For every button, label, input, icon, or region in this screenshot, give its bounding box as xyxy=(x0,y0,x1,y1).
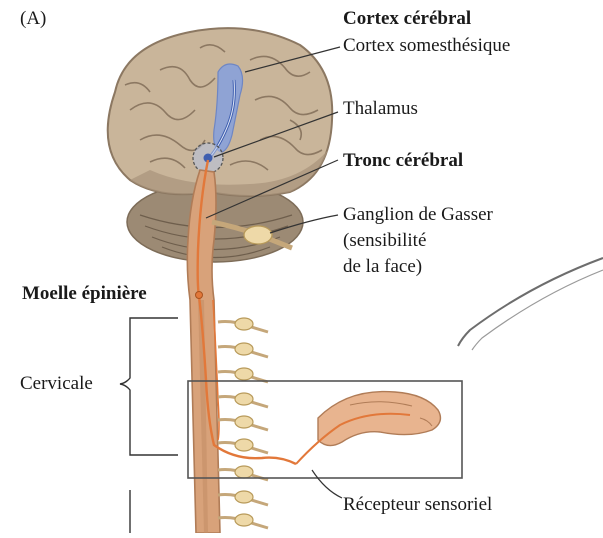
dorsal-root-ganglion xyxy=(235,416,253,428)
dorsal-root-ganglion xyxy=(235,368,253,380)
dorsal-root-ganglion xyxy=(235,491,253,503)
label-cortex-somesthesique: Cortex somesthésique xyxy=(343,35,510,57)
arm-outline-curve xyxy=(458,258,603,346)
label-ganglion-line2: (sensibilité xyxy=(343,230,426,252)
label-thalamus: Thalamus xyxy=(343,98,418,120)
dorsal-root-ganglia xyxy=(218,318,268,528)
dorsal-root-ganglion xyxy=(235,318,253,330)
label-recepteur-sensoriel: Récepteur sensoriel xyxy=(343,494,492,516)
dorsal-root-ganglion xyxy=(235,466,253,478)
label-ganglion-line3: de la face) xyxy=(343,256,422,278)
cervical-bracket xyxy=(120,318,178,455)
leader-receptor xyxy=(312,470,342,498)
gasser-ganglion xyxy=(244,226,272,244)
dorsal-root-ganglion xyxy=(235,343,253,355)
arm-outline-curve-inner xyxy=(472,270,603,350)
label-ganglion-line1: Ganglion de Gasser xyxy=(343,204,493,226)
label-moelle-epiniere: Moelle épinière xyxy=(22,283,147,305)
label-cervicale: Cervicale xyxy=(20,373,93,395)
dorsal-root-ganglion xyxy=(235,439,253,451)
dorsal-root-ganglion xyxy=(235,393,253,405)
dorsal-root-ganglion xyxy=(235,514,253,526)
panel-label: (A) xyxy=(20,8,46,30)
label-tronc-cerebral: Tronc cérébral xyxy=(343,150,463,172)
medulla-node xyxy=(196,292,203,299)
label-cortex-cerebral: Cortex cérébral xyxy=(343,8,471,30)
